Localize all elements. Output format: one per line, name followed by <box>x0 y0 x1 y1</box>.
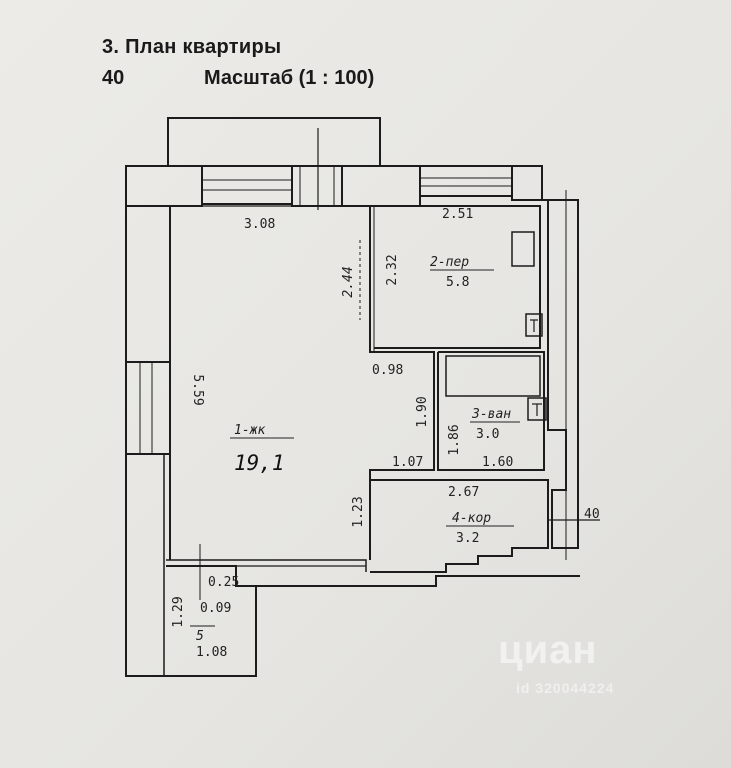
window-top-2 <box>419 165 513 197</box>
dim-corridor-width: 2.67 <box>448 485 479 500</box>
cian-watermark-id: id 320044224 <box>516 680 615 696</box>
room2-area: 5.8 <box>446 275 469 290</box>
room2-tee-fixture <box>525 313 543 337</box>
dim-balcony-side: 1.29 <box>171 596 186 627</box>
top-balcony-outline <box>167 117 381 166</box>
bath-name: 3-ван <box>471 407 511 422</box>
right-edge-number: 40 <box>584 507 600 522</box>
window-left <box>125 361 171 455</box>
dim-top-right: 2.51 <box>442 207 473 222</box>
dim-balcony-width: 0.09 <box>200 601 231 616</box>
corridor-area: 3.2 <box>456 531 479 546</box>
dim-room2-height: 2.32 <box>385 254 400 285</box>
wall-top-left <box>125 165 203 207</box>
sheet-number: 40 <box>102 67 125 89</box>
living-room-area: 19,1 <box>234 451 285 475</box>
dim-lower-left: 1.23 <box>351 496 366 527</box>
balcony-name: 5 <box>196 629 204 644</box>
balcony-area: 1.08 <box>196 645 227 660</box>
dim-bath-side: 1.86 <box>447 424 462 455</box>
bath-tee-fixture <box>527 397 547 421</box>
bathtub <box>445 355 541 397</box>
living-room-name: 1-жк <box>234 423 265 438</box>
cian-watermark-logo: циан <box>498 628 598 672</box>
dim-bath-height: 1.90 <box>415 396 430 427</box>
dim-door-width: 0.98 <box>372 363 403 378</box>
corridor-name: 4-кор <box>452 511 491 526</box>
plan-title: 3. План квартиры <box>102 36 282 58</box>
window-top-1 <box>201 165 293 205</box>
dim-left-height: 5.59 <box>190 374 205 405</box>
wall-top-right-1 <box>341 165 421 207</box>
dim-bath-width: 1.60 <box>482 455 513 470</box>
dim-living-inner: 2.44 <box>341 266 356 297</box>
wall-top-corner <box>511 165 543 201</box>
scale-label: Масштаб (1 : 100) <box>204 67 375 89</box>
dim-corridor-left: 1.07 <box>392 455 423 470</box>
room2-fixture <box>511 231 535 267</box>
dim-top-left: 3.08 <box>244 217 275 232</box>
room2-name: 2-пер <box>430 255 469 270</box>
bath-area: 3.0 <box>476 427 499 442</box>
dim-balcony-top: 0.25 <box>208 575 239 590</box>
